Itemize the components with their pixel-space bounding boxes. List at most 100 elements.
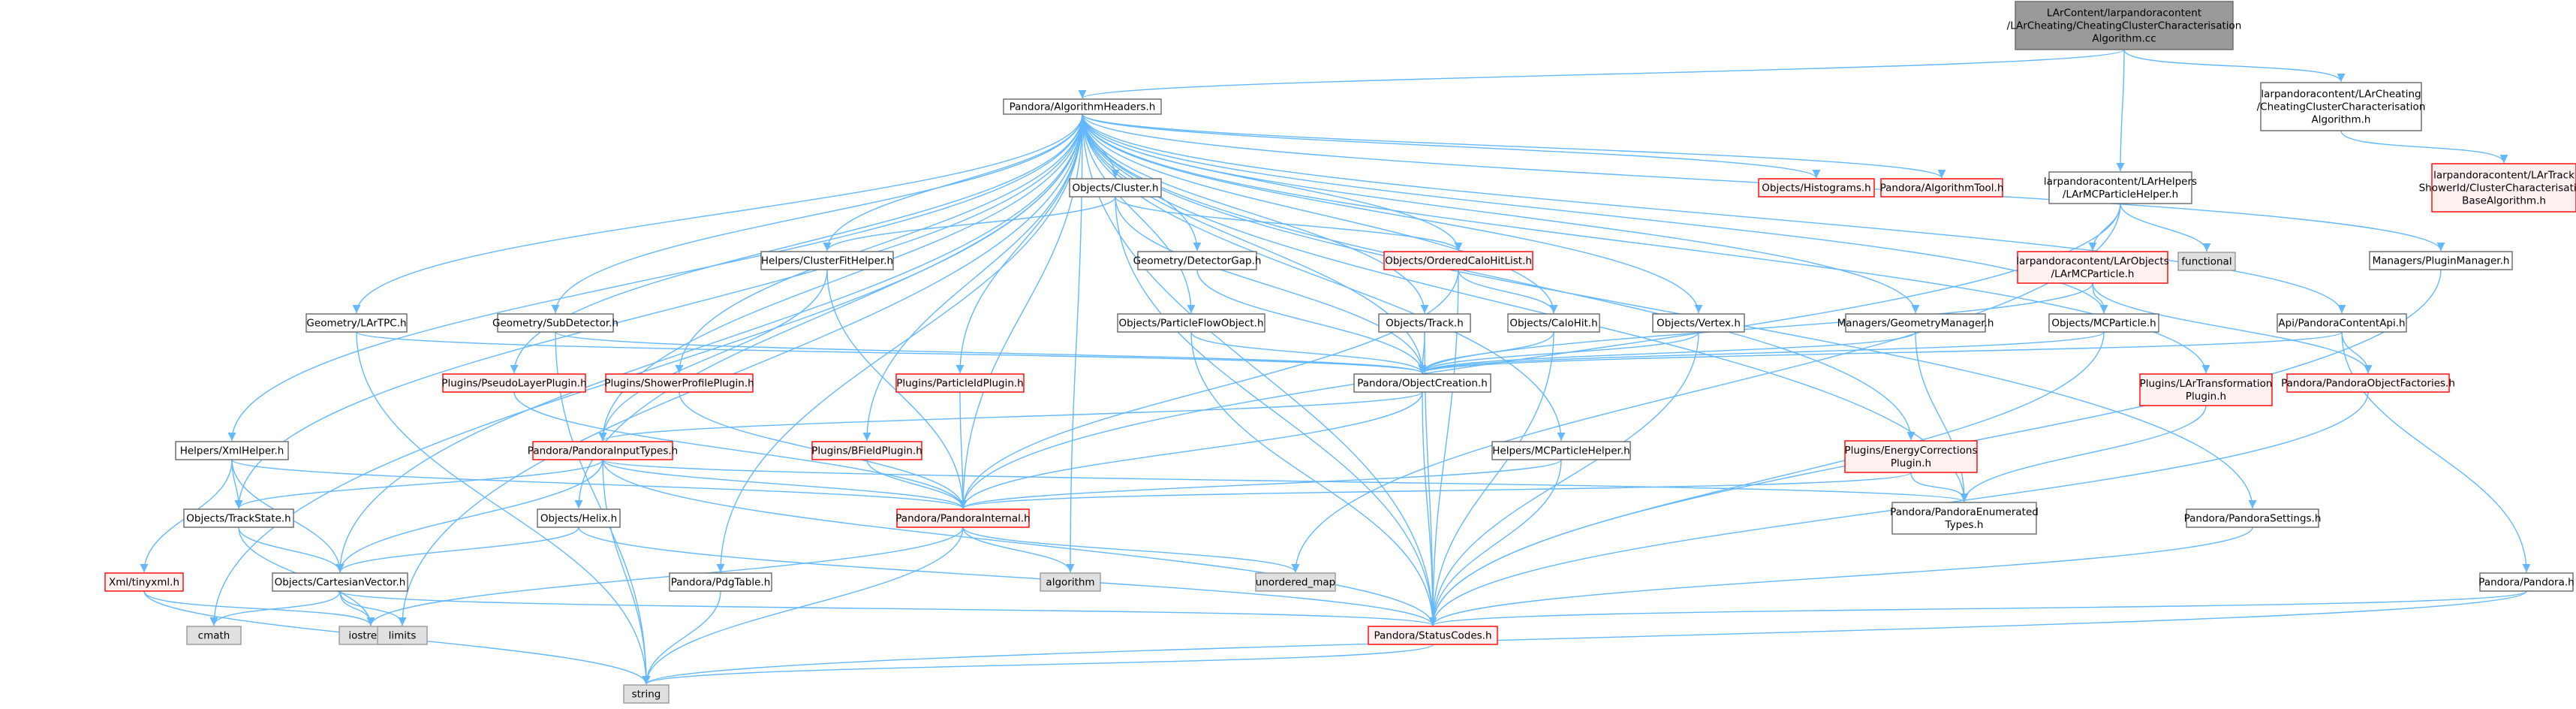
edge-line (1418, 331, 2343, 374)
edge-pandorainternal-to-algorithm (962, 526, 1075, 573)
node-lartpc[interactable]: Geometry/LArTPC.h (305, 313, 408, 333)
node-box (1368, 626, 1498, 645)
node-larmcparticle[interactable]: larpandoracontent/LArObjects/LArMCPartic… (2016, 251, 2169, 284)
node-box (104, 572, 184, 592)
node-objectcreation[interactable]: Pandora/ObjectCreation.h (1353, 373, 1491, 393)
node-showerprofileplugin[interactable]: Plugins/ShowerProfilePlugin.h (604, 373, 754, 393)
node-pandorainternal[interactable]: Pandora/PandoraInternal.h (895, 508, 1031, 528)
edge-line (2088, 203, 2121, 252)
node-box (497, 313, 614, 333)
edge-algoheaders-to-energycorrectionsplugin (1082, 113, 1915, 441)
edge-algoheaders-to-cmath (209, 113, 1083, 626)
node-label: /LArCheating/CheatingClusterCharacterisa… (2007, 20, 2242, 32)
node-box (2048, 171, 2192, 204)
node-pandorasettings[interactable]: Pandora/PandoraSettings.h (2184, 508, 2322, 528)
node-label: LArContent/larpandoracontent (2047, 8, 2201, 20)
node-label: Pandora/PandoraInternal.h (895, 513, 1030, 525)
node-calohit[interactable]: Objects/CaloHit.h (1507, 313, 1600, 333)
node-box (1844, 440, 1978, 473)
node-pandoracontentapi[interactable]: Api/PandoraContentApi.h (2277, 313, 2407, 333)
node-particleflowobject[interactable]: Objects/ParticleFlowObject.h (1117, 313, 1265, 333)
node-label: /CheatingClusterCharacterisation (2257, 101, 2426, 113)
edge-line (1082, 113, 1821, 179)
node-cluster[interactable]: Objects/Cluster.h (1069, 178, 1162, 198)
edge-line (339, 590, 1437, 626)
edge-xmlhelper-to-pandorainternal (231, 459, 968, 509)
node-pseudolayerplugin[interactable]: Plugins/PseudoLayerPlugin.h (441, 373, 587, 393)
edge-pandorainputtypes-to-pandoraenumeratedtypes (602, 459, 1968, 502)
node-pluginmanager[interactable]: Managers/PluginManager.h (2369, 251, 2513, 270)
node-xmlhelper[interactable]: Helpers/XmlHelper.h (175, 441, 289, 460)
node-box (1491, 441, 1631, 460)
edge-line (1082, 113, 1920, 314)
node-box (669, 572, 772, 592)
node-box (1880, 178, 2003, 198)
node-track[interactable]: Objects/Track.h (1378, 313, 1471, 333)
edge-cartesianvector-to-limits (339, 590, 407, 626)
node-box (1891, 502, 2037, 535)
edge-mcparticlehelper-to-pandorainternal (958, 459, 1562, 509)
node-label: Geometry/DetectorGap.h (1133, 255, 1262, 267)
node-detectorgap[interactable]: Geometry/DetectorGap.h (1133, 251, 1262, 270)
node-bfieldplugin[interactable]: Plugins/BFieldPlugin.h (811, 441, 922, 460)
node-label: Api/PandoraContentApi.h (2278, 318, 2405, 330)
node-pdgtable[interactable]: Pandora/PdgTable.h (669, 572, 772, 592)
node-clusterfithelper[interactable]: Helpers/ClusterFitHelper.h (760, 251, 894, 270)
node-label: Plugins/BFieldPlugin.h (811, 445, 922, 457)
node-orderedcalohitlist[interactable]: Objects/OrderedCaloHitList.h (1383, 251, 1533, 270)
node-label: Objects/ParticleFlowObject.h (1118, 318, 1263, 330)
edge-line (826, 269, 968, 509)
edge-line (513, 391, 968, 509)
node-mcparticlehelper[interactable]: Helpers/MCParticleHelper.h (1491, 441, 1631, 460)
edge-line (716, 113, 1083, 573)
edge-cluster-to-orderedcalohitlist (1115, 196, 1463, 252)
edge-line (366, 526, 964, 626)
edge-helix-to-statuscodes (578, 526, 1437, 626)
edge-pdgtable-to-string (642, 590, 721, 685)
node-limits: limits (377, 626, 428, 645)
node-box (811, 441, 922, 460)
edge-line (1458, 269, 1558, 314)
node-vertex[interactable]: Objects/Vertex.h (1652, 313, 1745, 333)
node-subdetector[interactable]: Geometry/SubDetector.h (492, 313, 618, 333)
node-algorithmtool[interactable]: Pandora/AlgorithmTool.h (1880, 178, 2004, 198)
node-mcparticle[interactable]: Objects/MCParticle.h (2048, 313, 2159, 333)
node-box (1758, 178, 1875, 198)
edge-subdetector-to-objectcreation (555, 331, 1427, 374)
edge-pandoracontentapi-to-pandorah (2341, 331, 2531, 573)
node-statuscodes[interactable]: Pandora/StatusCodes.h (1368, 626, 1498, 645)
edge-particleflowobject-to-objectcreation (1190, 331, 1427, 374)
edge-line (1115, 196, 1427, 374)
node-pandoraobjectfactories[interactable]: Pandora/PandoraObjectFactories.h (2281, 373, 2455, 393)
node-xmltinyxml[interactable]: Xml/tinyxml.h (104, 572, 184, 592)
node-particleidplugin[interactable]: Plugins/ParticleIdPlugin.h (895, 373, 1025, 393)
edge-algoheaders-to-subdetector (551, 113, 1083, 314)
edge-root-to-algoheaders (1078, 49, 2125, 99)
node-algoheaders[interactable]: Pandora/AlgorithmHeaders.h (1003, 98, 1162, 115)
edge-line (598, 391, 1423, 442)
node-cheatingh[interactable]: larpandoracontent/LArCheating/CheatingCl… (2257, 82, 2426, 131)
node-trackshowerid[interactable]: larpandoracontent/LArTrackShowerId/Clust… (2419, 163, 2576, 213)
edge-algoheaders-to-particleidplugin (955, 113, 1083, 374)
node-helix[interactable]: Objects/Helix.h (537, 508, 621, 528)
node-geometrymanager[interactable]: Managers/GeometryManager.h (1837, 313, 1994, 333)
edge-line (642, 644, 1434, 685)
node-box (183, 508, 294, 528)
node-unorderedmap: unordered_map (1255, 572, 1336, 592)
node-histograms[interactable]: Objects/Histograms.h (1758, 178, 1875, 198)
node-larmcparticlehelper[interactable]: larpandoracontent/LArHelpers/LArMCPartic… (2044, 171, 2197, 204)
edge-line (2340, 130, 2508, 164)
node-pandorainputtypes[interactable]: Pandora/PandoraInputTypes.h (528, 441, 678, 460)
edge-line (209, 590, 341, 626)
edge-cartesianvector-to-iostream (339, 590, 375, 626)
node-label: Plugins/ShowerProfilePlugin.h (604, 378, 754, 390)
edge-line (1115, 196, 1437, 626)
node-cartesianvector[interactable]: Objects/CartesianVector.h (272, 572, 408, 592)
edge-algoheaders-to-mcparticlehelper (1082, 113, 1566, 442)
node-trackstate[interactable]: Objects/TrackState.h (183, 508, 294, 528)
edge-line (1428, 590, 2527, 626)
node-pandorah[interactable]: Pandora/Pandora.h (2478, 572, 2574, 592)
